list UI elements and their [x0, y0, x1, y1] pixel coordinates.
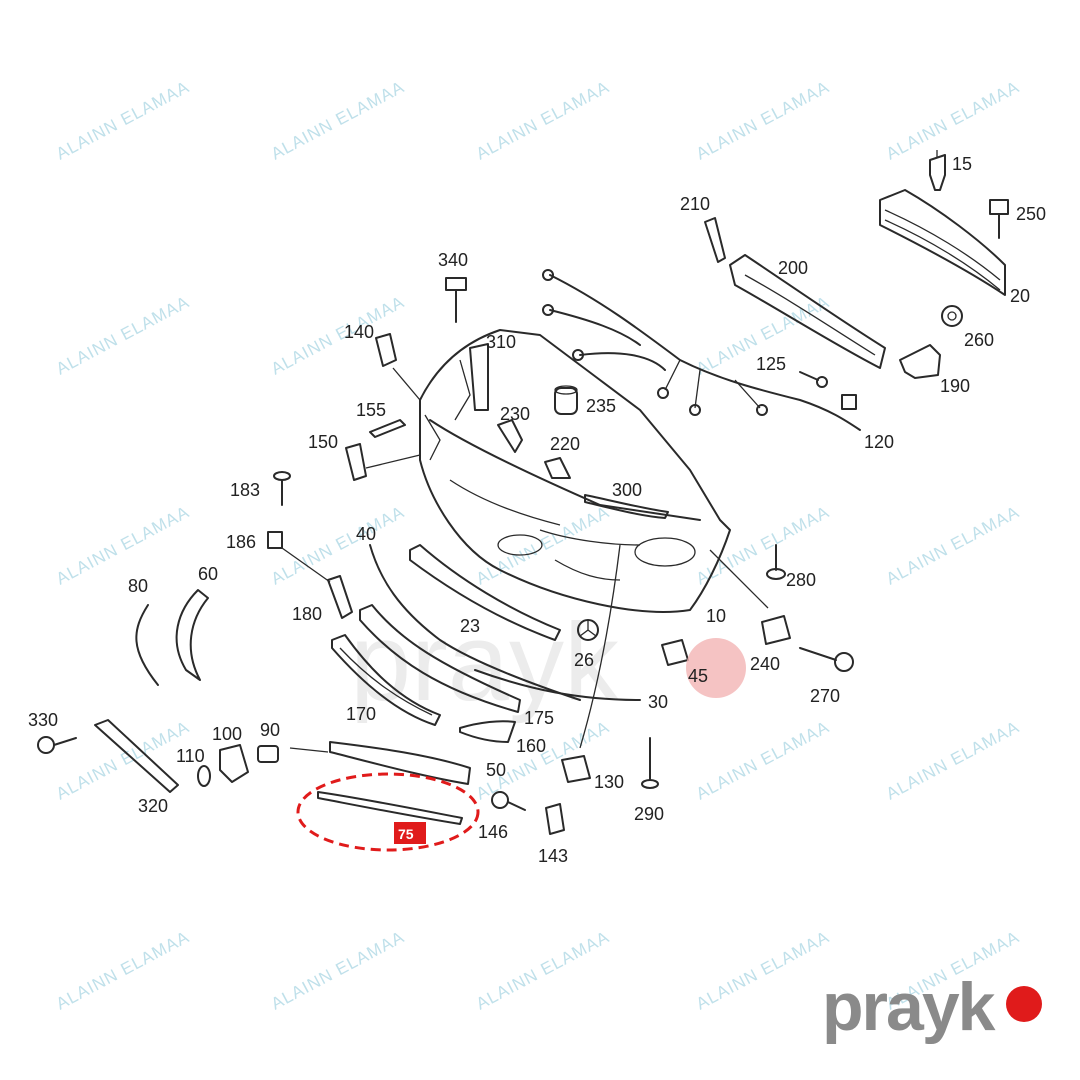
- part-75-highlight-badge: [394, 822, 426, 844]
- label-80: 80: [128, 576, 148, 596]
- part-143-clip: [545, 803, 565, 835]
- part-100-bracket: [219, 744, 249, 783]
- part-50-strip: [329, 741, 471, 785]
- label-250: 250: [1016, 204, 1046, 224]
- label-230: 230: [500, 404, 530, 424]
- part-280-bolt: [766, 544, 786, 580]
- label-140: 140: [344, 322, 374, 342]
- part-160-grille-insert: [459, 720, 516, 743]
- label-30: 30: [648, 692, 668, 712]
- part-110-ring: [197, 765, 211, 787]
- part-120-wiring-harness: [542, 269, 861, 431]
- label-90: 90: [260, 720, 280, 740]
- part-30-strip: [474, 669, 641, 701]
- label-310: 310: [486, 332, 516, 352]
- label-175: 175: [524, 708, 554, 728]
- part-320-license-plate-holder: [94, 719, 179, 793]
- label-100: 100: [212, 724, 242, 744]
- part-270-bolt: [799, 647, 854, 672]
- label-190: 190: [940, 376, 970, 396]
- label-235: 235: [586, 396, 616, 416]
- label-290: 290: [634, 804, 664, 824]
- part-310-frame: [469, 343, 489, 411]
- part-250-bolt: [989, 199, 1009, 239]
- label-270: 270: [810, 686, 840, 706]
- part-260-nut: [941, 305, 963, 327]
- label-280: 280: [786, 570, 816, 590]
- part-20-reinforcement: [879, 189, 1006, 296]
- label-146: 146: [478, 822, 508, 842]
- label-180: 180: [292, 604, 322, 624]
- label-125: 125: [756, 354, 786, 374]
- part-290-bolt: [641, 737, 659, 789]
- label-60: 60: [198, 564, 218, 584]
- label-340: 340: [438, 250, 468, 270]
- part-340-bolt: [445, 277, 467, 323]
- part-75-strip: [317, 791, 463, 825]
- label-160: 160: [516, 736, 546, 756]
- part-labels: 15 20 250 260 190 200 210 125 120 340 31…: [28, 154, 1046, 866]
- part-150-cap: [345, 443, 421, 481]
- part-146-bolt: [491, 791, 526, 811]
- label-150: 150: [308, 432, 338, 452]
- label-143: 143: [538, 846, 568, 866]
- label-40: 40: [356, 524, 376, 544]
- part-330-screw: [37, 736, 77, 754]
- label-186: 186: [226, 532, 256, 552]
- label-183: 183: [230, 480, 260, 500]
- label-20: 20: [1010, 286, 1030, 306]
- part-200-absorber: [729, 254, 886, 369]
- label-210: 210: [680, 194, 710, 214]
- center-brand-watermark: prayk: [350, 601, 620, 724]
- label-130: 130: [594, 772, 624, 792]
- label-26: 26: [574, 650, 594, 670]
- part-186-clip: [267, 531, 283, 549]
- label-330: 330: [28, 710, 58, 730]
- brand-logo: prayk: [822, 969, 1042, 1045]
- label-120: 120: [864, 432, 894, 452]
- part-23-grille-strip: [409, 544, 561, 641]
- label-300: 300: [612, 480, 642, 500]
- label-200: 200: [778, 258, 808, 278]
- part-75-highlight-ring: [296, 772, 480, 852]
- label-23: 23: [460, 616, 480, 636]
- part-15-clip: [929, 150, 946, 191]
- part-235-bushing: [554, 385, 578, 415]
- label-45: 45: [688, 666, 708, 686]
- label-50: 50: [486, 760, 506, 780]
- part-180-bracket: [281, 547, 353, 619]
- part-125-clip: [799, 371, 828, 388]
- part-300-strip: [584, 494, 669, 519]
- part-130-cap: [561, 544, 621, 783]
- part-80-strip: [135, 604, 159, 686]
- brand-logo-dot-icon: [1006, 986, 1042, 1022]
- part-170-mesh-grille: [331, 634, 441, 726]
- part-190-bracket: [899, 344, 941, 379]
- part-220-bracket: [544, 457, 571, 479]
- part-26-emblem: [577, 619, 599, 641]
- part-240-bracket: [709, 549, 791, 645]
- part-60-strip: [175, 589, 209, 681]
- label-155: 155: [356, 400, 386, 420]
- label-110: 110: [176, 746, 205, 766]
- label-240: 240: [750, 654, 780, 674]
- label-260: 260: [964, 330, 994, 350]
- part-40-strip: [369, 544, 581, 701]
- part-90-sensor: [257, 745, 329, 763]
- label-75: 75: [398, 826, 414, 842]
- label-220: 220: [550, 434, 580, 454]
- part-155-bracket: [369, 419, 406, 438]
- label-15: 15: [952, 154, 972, 174]
- part-45-marker: [686, 638, 746, 698]
- part-210-bracket: [704, 217, 726, 263]
- label-320: 320: [138, 796, 168, 816]
- brand-logo-text: prayk: [822, 969, 996, 1045]
- part-175-strip: [359, 604, 521, 713]
- part-140-cap: [375, 333, 421, 401]
- part-183-screw: [273, 471, 291, 506]
- label-10: 10: [706, 606, 726, 626]
- part-230-bracket: [497, 419, 523, 453]
- label-170: 170: [346, 704, 376, 724]
